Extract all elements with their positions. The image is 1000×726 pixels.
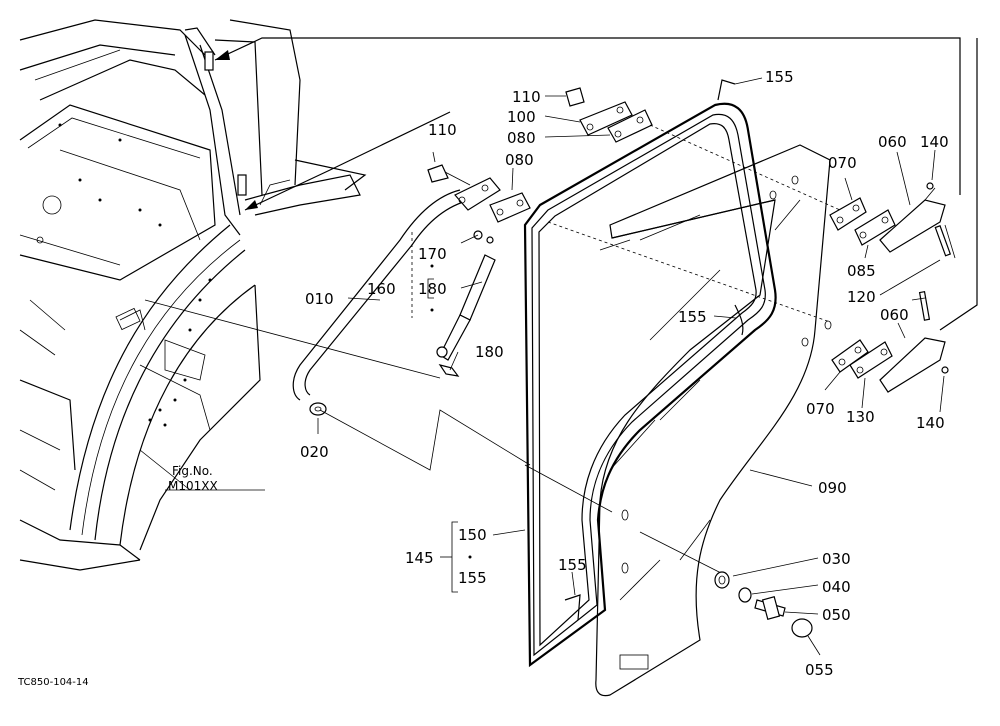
callout-140-lower: 140	[916, 414, 945, 432]
top-latch-parts	[544, 87, 841, 211]
bottom-fasteners	[714, 557, 821, 656]
callout-140-upper: 140	[920, 133, 949, 151]
callout-180-lower: 180	[475, 343, 504, 361]
callout-055: 055	[805, 661, 834, 679]
callout-085: 085	[847, 262, 876, 280]
callout-155-group: 155	[458, 569, 487, 587]
callout-110-left: 110	[428, 121, 457, 139]
callout-060-lower: 060	[880, 306, 909, 324]
callout-145: 145	[405, 549, 434, 567]
fig-ref-line2: M101XX	[168, 479, 218, 493]
support-rod-assembly	[144, 151, 531, 471]
callout-080-top: 080	[507, 129, 536, 147]
callout-020: 020	[300, 443, 329, 461]
callout-040: 040	[822, 578, 851, 596]
callout-010: 010	[305, 290, 334, 308]
callout-090: 090	[818, 479, 847, 497]
fig-reference: Fig.No. M101XX	[139, 449, 265, 493]
door-seal	[523, 77, 777, 668]
callout-155-bottom: 155	[558, 556, 587, 574]
fig-ref-line1: Fig.No.	[172, 464, 213, 478]
callout-labels: 155 110 100 080 110 080 170 160 180 180 …	[300, 68, 949, 679]
drawing-code: TC850-104-14	[17, 677, 89, 688]
callout-060-upper: 060	[878, 133, 907, 151]
callout-120: 120	[847, 288, 876, 306]
callout-100: 100	[507, 108, 536, 126]
callout-170: 170	[418, 245, 447, 263]
callout-155-mid: 155	[678, 308, 707, 326]
frame-rivets	[58, 123, 212, 427]
glass-door-panel	[524, 144, 832, 697]
callout-155-top: 155	[765, 68, 794, 86]
callout-150: 150	[458, 526, 487, 544]
callout-050: 050	[822, 606, 851, 624]
callout-080-left: 080	[505, 151, 534, 169]
callout-160: 160	[367, 280, 396, 298]
callout-110-top: 110	[512, 88, 541, 106]
callout-180-upper: 180	[418, 280, 447, 298]
seal-group-bracket	[427, 264, 526, 593]
callout-130: 130	[846, 408, 875, 426]
callout-030: 030	[822, 550, 851, 568]
callout-070-upper: 070	[828, 154, 857, 172]
callout-070-lower: 070	[806, 400, 835, 418]
cab-frame	[19, 19, 961, 571]
hinge-parts	[824, 38, 978, 413]
